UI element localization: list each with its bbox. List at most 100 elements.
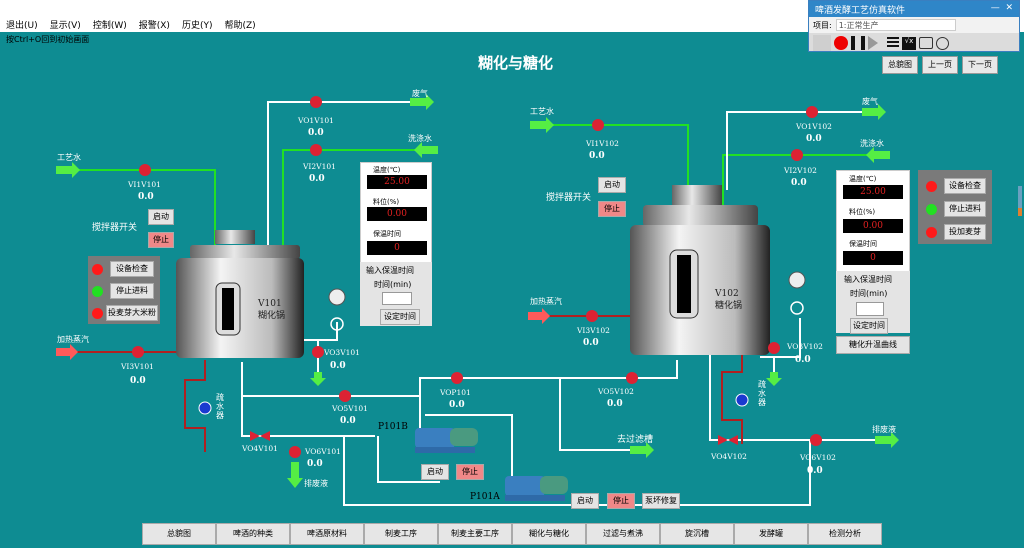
- p101a-repair-button[interactable]: 泵坏修复: [642, 493, 680, 509]
- tab-malting-main[interactable]: 制麦主要工序: [438, 523, 512, 545]
- tab-overview[interactable]: 总貌图: [142, 523, 216, 545]
- tab-whirlpool[interactable]: 旋沉槽: [660, 523, 734, 545]
- valve-value: 0.0: [791, 178, 807, 188]
- status-lamp-red-icon: [92, 264, 103, 275]
- menu-history[interactable]: 历史(Y): [181, 21, 213, 31]
- v101-agitator-start-button[interactable]: 启动: [148, 209, 174, 225]
- bottom-nav: 总貌图 啤酒的种类 啤酒原材料 制麦工序 制麦主要工序 糊化与糖化 过滤与煮沸 …: [142, 523, 882, 545]
- v102-waste-gas-label: 废气: [862, 97, 878, 106]
- valve-tag: VI2V101: [303, 162, 336, 171]
- tab-raw-materials[interactable]: 啤酒原材料: [290, 523, 364, 545]
- v102-filter-label: 去过滤槽: [617, 435, 654, 445]
- tab-filter-boil[interactable]: 过滤与煮沸: [586, 523, 660, 545]
- record-icon[interactable]: [834, 36, 848, 50]
- play-icon[interactable]: [868, 36, 878, 50]
- next-page-button[interactable]: 下一页: [962, 56, 998, 74]
- valve-value: 0.0: [589, 151, 605, 161]
- clock-icon[interactable]: [936, 36, 949, 50]
- v101-stop-feed-button[interactable]: 停止进料: [110, 283, 154, 299]
- v101-agitator-stop-button[interactable]: 停止: [148, 232, 174, 248]
- v101-desc: 糊化锅: [258, 311, 286, 321]
- valve-tag: VI1V102: [586, 139, 619, 148]
- valve-tag: VI2V102: [784, 166, 817, 175]
- v101-agitator-label: 搅拌器开关: [92, 223, 138, 233]
- time-label: 时间(min): [374, 280, 412, 289]
- formula-icon[interactable]: √x: [902, 36, 916, 50]
- valve-tag: VO4V102: [711, 452, 747, 461]
- v102-time-input-panel: 输入保温时间 时间(min) 设定时间: [836, 271, 910, 334]
- v102-trap-label: 疏水器: [758, 380, 766, 407]
- v102-stop-feed-button[interactable]: 停止进料: [944, 201, 986, 217]
- p101a-stop-button[interactable]: 停止: [607, 493, 635, 509]
- tab-beer-types[interactable]: 啤酒的种类: [216, 523, 290, 545]
- menu-help[interactable]: 帮助(Z): [224, 21, 256, 31]
- valve-tag: VI3V102: [577, 326, 610, 335]
- close-button[interactable]: ✕: [1005, 3, 1013, 13]
- project-select[interactable]: 1:正常生产: [835, 19, 956, 31]
- v102-time-input[interactable]: [856, 302, 884, 316]
- v102-set-time-button[interactable]: 设定时间: [850, 318, 888, 334]
- v101-set-time-button[interactable]: 设定时间: [380, 309, 420, 325]
- valve-tag: VO6V101: [305, 447, 341, 456]
- valve-tag: VI1V101: [128, 180, 161, 189]
- menu-exit[interactable]: 退出(U): [6, 21, 38, 31]
- p101b-start-button[interactable]: 启动: [421, 464, 449, 480]
- valve-value: 0.0: [795, 355, 811, 365]
- v102-status-panel: 设备检查 停止进料 投加麦芽: [918, 170, 992, 244]
- v101-steam-label: 加热蒸汽: [57, 335, 89, 344]
- p101a-start-button[interactable]: 启动: [571, 493, 599, 509]
- minimize-button[interactable]: —: [990, 3, 1000, 13]
- hold-display: 0: [367, 241, 427, 255]
- v102-add-malt-button[interactable]: 投加麦芽: [944, 224, 986, 240]
- valve-tag: VOP101: [440, 388, 471, 397]
- valve-value: 0.0: [607, 399, 623, 409]
- v101-time-input[interactable]: [382, 292, 412, 305]
- tab-malting[interactable]: 制麦工序: [364, 523, 438, 545]
- list-icon[interactable]: [887, 37, 899, 49]
- scrollbar-thumb[interactable]: [1018, 186, 1022, 216]
- tab-mashing[interactable]: 糊化与糖化: [512, 523, 586, 545]
- p101a-label: P101A: [470, 492, 500, 502]
- v102-tank-label: V102 糖化锅: [715, 288, 742, 312]
- control-window-title: 啤酒发酵工艺仿真软件: [815, 6, 906, 16]
- valve-value: 0.0: [330, 361, 346, 371]
- v102-steam-label: 加热蒸汽: [530, 297, 562, 306]
- valve-value: 0.0: [308, 128, 324, 138]
- hold-label: 保温时间: [847, 239, 879, 249]
- v102-agitator-start-button[interactable]: 启动: [598, 177, 626, 193]
- p101b-label: P101B: [378, 422, 408, 432]
- p101b-stop-button[interactable]: 停止: [456, 464, 484, 480]
- status-lamp-red-icon: [926, 227, 937, 238]
- v101-drain-label: 排废液: [304, 479, 328, 488]
- time-label: 时间(min): [850, 289, 888, 298]
- level-label: 料位(%): [371, 197, 402, 207]
- valve-value: 0.0: [449, 400, 465, 410]
- tab-analysis[interactable]: 检测分析: [808, 523, 882, 545]
- prev-page-button[interactable]: 上一页: [922, 56, 958, 74]
- tab-fermenter[interactable]: 发酵罐: [734, 523, 808, 545]
- valve-value: 0.0: [806, 134, 822, 144]
- v102-agitator-stop-button[interactable]: 停止: [598, 201, 626, 217]
- overview-button[interactable]: 总貌图: [882, 56, 918, 74]
- valve-value: 0.0: [583, 338, 599, 348]
- pause-icon[interactable]: [851, 36, 865, 50]
- valve-tag: VO4V101: [242, 444, 278, 453]
- v101-readout-panel: 温度(℃) 25.00 料位(%) 0.00 保温时间 0: [360, 162, 432, 264]
- valve-tag: VI3V101: [121, 362, 154, 371]
- valve-value: 0.0: [807, 466, 823, 476]
- v101-tank-label: V101 糊化锅: [258, 298, 285, 322]
- v102-name: V102: [715, 289, 739, 299]
- menu-display[interactable]: 显示(V): [49, 21, 81, 31]
- control-window: 啤酒发酵工艺仿真软件 — ✕ 项目: 1:正常生产 √x: [808, 0, 1020, 52]
- camera-icon[interactable]: [919, 37, 933, 49]
- v101-waste-gas-label: 废气: [412, 89, 428, 98]
- v101-equip-check-button[interactable]: 设备检查: [110, 261, 154, 277]
- v101-add-malt-rice-button[interactable]: 投麦芽大米粉: [106, 305, 158, 321]
- menu-alarm[interactable]: 报警(X): [138, 21, 170, 31]
- menu-control[interactable]: 控制(W): [92, 21, 127, 31]
- mash-heating-curve-button[interactable]: 糖化升温曲线: [836, 336, 910, 354]
- v102-wash-water-label: 洗涤水: [860, 139, 884, 148]
- v102-equip-check-button[interactable]: 设备检查: [944, 178, 986, 194]
- project-value: 1:正常生产: [838, 21, 879, 30]
